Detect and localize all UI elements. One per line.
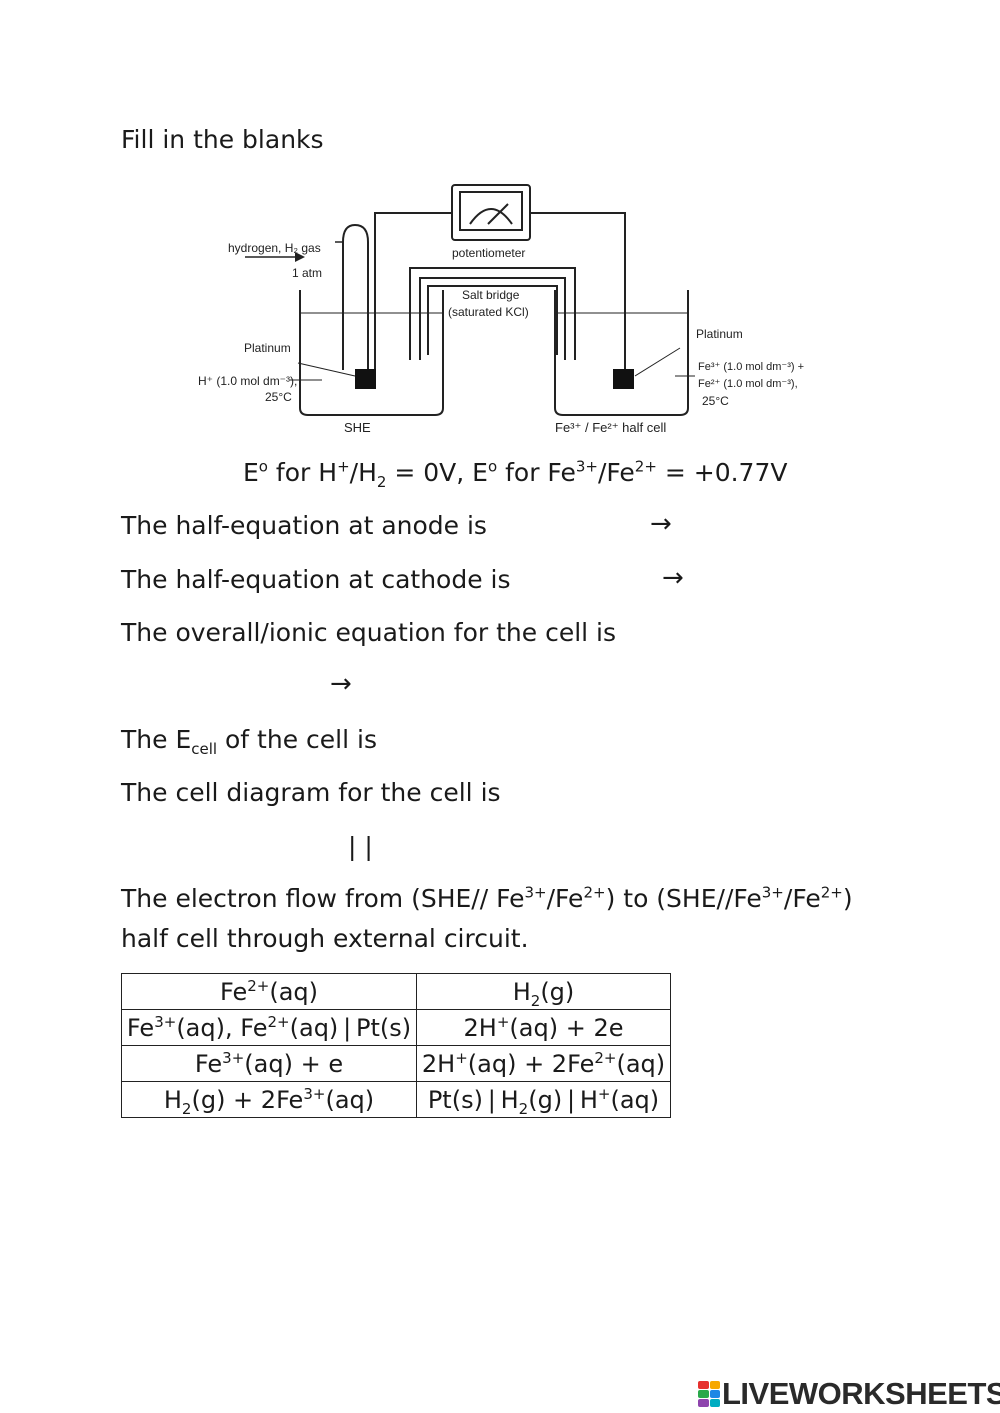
she-beaker: [299, 290, 444, 416]
option-cell[interactable]: 2H+(aq) + 2Fe2+(aq): [416, 1045, 671, 1082]
fe2-concentration-label: Fe²⁺ (1.0 mol dm⁻³),: [698, 378, 798, 390]
table-row: Fe3+(aq) + e 2H+(aq) + 2Fe2+(aq): [121, 1045, 671, 1082]
she-label: SHE: [344, 420, 371, 435]
standard-potentials-line: Eo for H+/H2 = 0V, Eo for Fe3+/Fe2+ = +0…: [243, 457, 788, 491]
logo-mark-square: [698, 1399, 709, 1407]
platinum-right-label: Platinum: [696, 327, 743, 341]
logo-mark-square: [698, 1381, 709, 1389]
liveworksheets-logo[interactable]: LIVEWORKSHEETS: [698, 1376, 1000, 1411]
table-row: H2(g) + 2Fe3+(aq) Pt(s) | H2(g) | H+(aq): [121, 1081, 671, 1118]
overall-equation-question: The overall/ionic equation for the cell …: [121, 618, 617, 647]
anode-arrow-icon: →: [650, 509, 672, 539]
ecell-question: The Ecell of the cell is: [121, 725, 377, 758]
logo-mark-square: [698, 1390, 709, 1398]
option-cell[interactable]: H2(g) + 2Fe3+(aq): [121, 1081, 417, 1118]
temperature-right-label: 25°C: [702, 394, 729, 408]
salt-bridge-label: Salt bridge: [462, 288, 520, 302]
option-cell[interactable]: H2(g): [416, 973, 671, 1010]
potentiometer-label: potentiometer: [452, 246, 525, 260]
platinum-electrode-left: [355, 369, 376, 389]
electron-flow-question: The electron flow from (SHE// Fe3+/Fe2+)…: [121, 883, 853, 913]
potentiometer-box: [451, 184, 531, 241]
option-cell[interactable]: Fe3+(aq), Fe2+(aq) | Pt(s): [121, 1009, 417, 1046]
cell-diagram-question: The cell diagram for the cell is: [121, 778, 501, 807]
option-cell[interactable]: Fe2+(aq): [121, 973, 417, 1010]
logo-mark-square: [709, 1399, 720, 1407]
cathode-question: The half-equation at cathode is: [121, 565, 511, 594]
answer-options-table: Fe2+(aq) H2(g) Fe3+(aq), Fe2+(aq) | Pt(s…: [121, 973, 671, 1118]
salt-bridge-sublabel: (saturated KCl): [448, 305, 529, 319]
option-cell[interactable]: 2H+(aq) + 2e: [416, 1009, 671, 1046]
temperature-left-label: 25°C: [265, 390, 292, 404]
hydrogen-tube: [342, 242, 369, 370]
logo-mark-square: [709, 1390, 720, 1398]
electron-flow-question-line2: half cell through external circuit.: [121, 924, 529, 953]
fe3-concentration-label: Fe³⁺ (1.0 mol dm⁻³) +: [698, 361, 804, 373]
fe-half-cell-label: Fe³⁺ / Fe²⁺ half cell: [555, 420, 666, 435]
anode-question: The half-equation at anode is: [121, 511, 487, 540]
table-row: Fe3+(aq), Fe2+(aq) | Pt(s) 2H+(aq) + 2e: [121, 1009, 671, 1046]
salt-bridge: [409, 267, 576, 360]
instruction-heading: Fill in the blanks: [121, 125, 324, 154]
h-plus-concentration-label: H⁺ (1.0 mol dm⁻³),: [198, 374, 297, 388]
fe-beaker: [554, 290, 689, 416]
option-cell[interactable]: Fe3+(aq) + e: [121, 1045, 417, 1082]
logo-text: LIVEWORKSHEETS: [722, 1376, 1000, 1411]
hydrogen-gas-label: hydrogen, H₂ gas: [228, 241, 321, 255]
logo-mark-icon: [698, 1381, 720, 1407]
table-row: Fe2+(aq) H2(g): [121, 973, 671, 1010]
electrochemical-cell-diagram: hydrogen, H₂ gas 1 atm potentiometer Sal…: [198, 184, 804, 435]
salt-bridge-double-bar: | |: [348, 832, 373, 861]
logo-mark-square: [709, 1381, 720, 1389]
overall-arrow-icon: →: [330, 669, 352, 699]
platinum-left-label: Platinum: [244, 341, 291, 355]
pressure-label: 1 atm: [292, 266, 322, 280]
cathode-arrow-icon: →: [662, 563, 684, 593]
platinum-electrode-right: [613, 369, 634, 389]
option-cell[interactable]: Pt(s) | H2(g) | H+(aq): [416, 1081, 671, 1118]
